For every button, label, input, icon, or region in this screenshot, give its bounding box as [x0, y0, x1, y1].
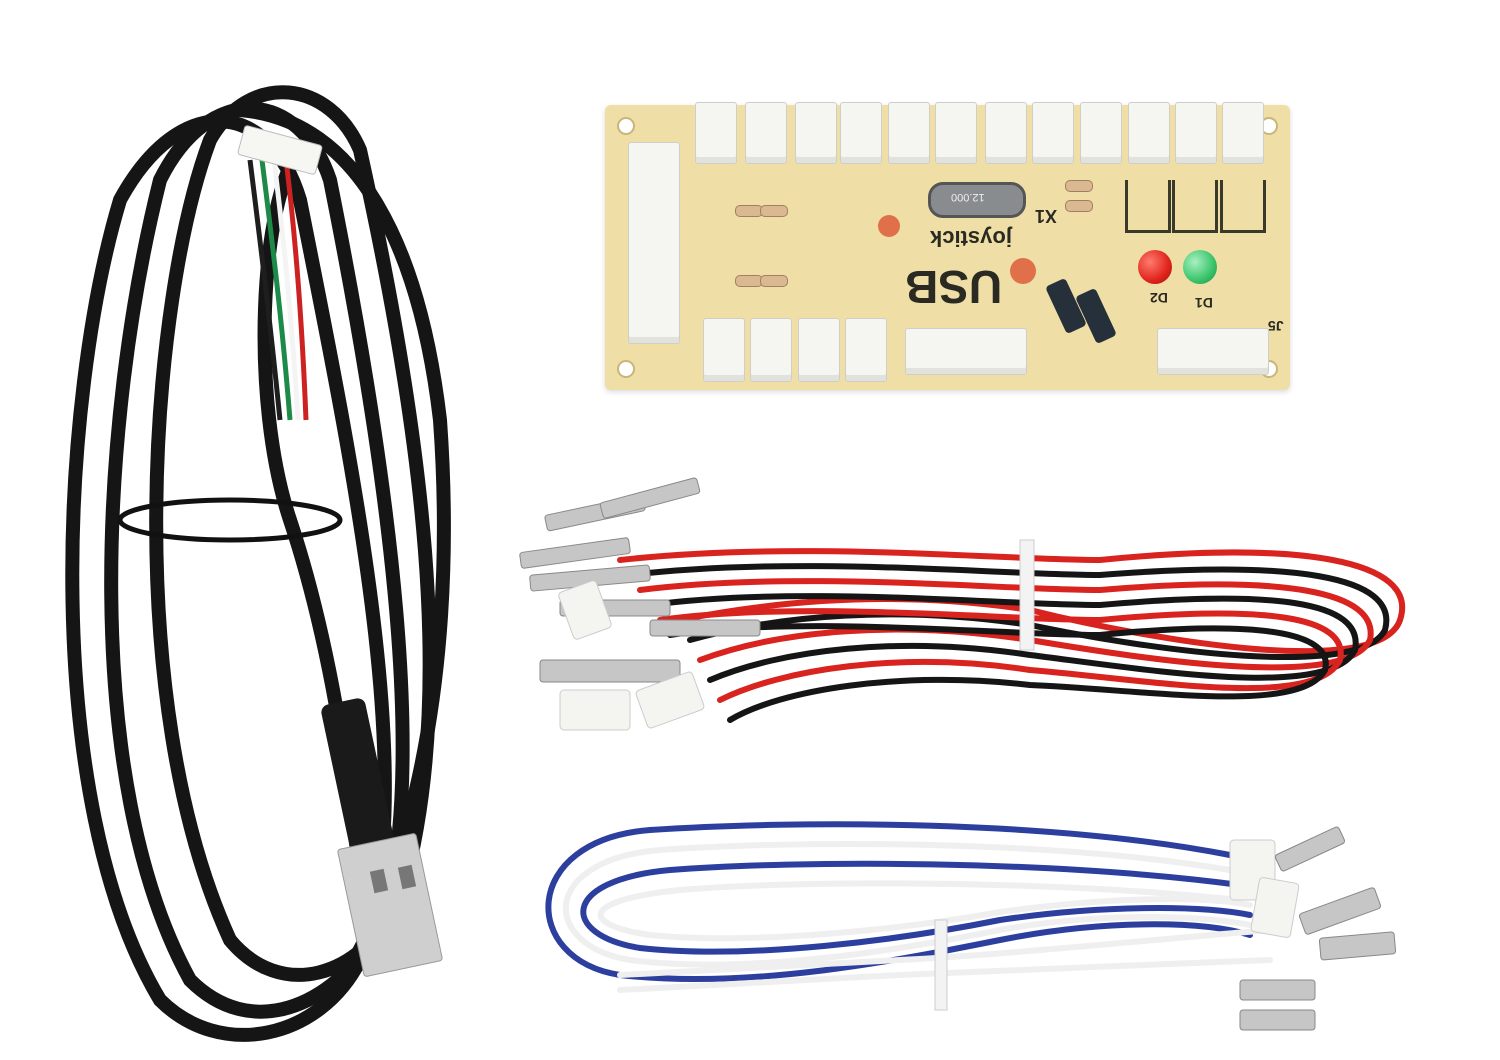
jst-connector	[985, 102, 1027, 164]
ceramic-capacitor	[878, 215, 900, 237]
jst-connector	[745, 102, 787, 164]
jst-connector	[750, 318, 792, 382]
mounting-hole	[617, 360, 635, 378]
pin-header	[1125, 180, 1171, 233]
wide-connector	[905, 328, 1027, 375]
crystal-oscillator: 12.000	[928, 182, 1026, 218]
jst-connector	[935, 102, 977, 164]
resistor	[1065, 180, 1093, 192]
jst-connector	[1080, 102, 1122, 164]
jst-connector	[1032, 102, 1074, 164]
jst-connector	[840, 102, 882, 164]
jst-connector	[1128, 102, 1170, 164]
resistor	[760, 275, 788, 287]
jst-connector	[695, 102, 737, 164]
jst-connector	[703, 318, 745, 382]
mounting-hole	[617, 117, 635, 135]
ceramic-capacitor	[1010, 258, 1036, 284]
pin-header	[1220, 180, 1266, 233]
resistor	[1065, 200, 1093, 212]
jst-connector	[1175, 102, 1217, 164]
jst-connector	[798, 318, 840, 382]
joystick-connector	[628, 142, 680, 344]
red-led	[1138, 250, 1172, 284]
jst-connector	[845, 318, 887, 382]
resistor	[760, 205, 788, 217]
jst-connector	[1222, 102, 1264, 164]
pin-header	[1172, 180, 1218, 233]
jst-connector	[888, 102, 930, 164]
green-led	[1183, 250, 1217, 284]
usb-header-connector	[1157, 328, 1269, 375]
jst-connector	[795, 102, 837, 164]
